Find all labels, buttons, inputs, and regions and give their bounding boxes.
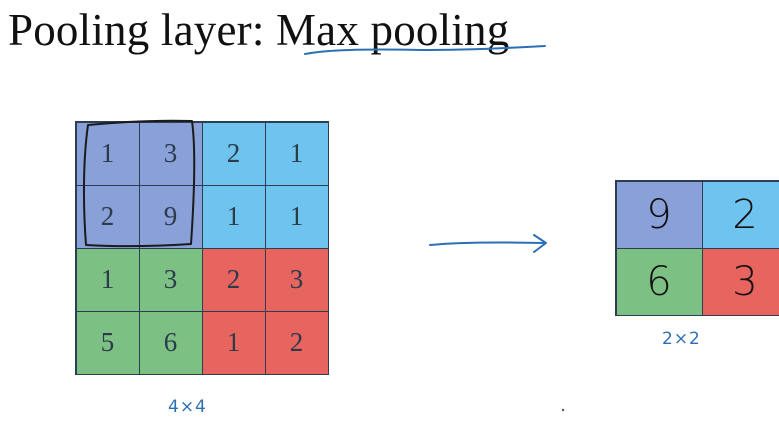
output-cell: 2 [701, 180, 779, 249]
input-cell: 3 [138, 121, 203, 186]
output-cell: 9 [615, 180, 703, 249]
input-cell: 5 [75, 310, 140, 375]
slide-title: Pooling layer: Max pooling [8, 4, 509, 56]
input-cell: 1 [264, 184, 329, 249]
stray-dot [561, 408, 565, 412]
input-matrix: 1 3 2 1 2 9 1 1 1 3 2 3 5 6 1 2 [75, 121, 329, 375]
input-cell: 2 [264, 310, 329, 375]
output-cell: 6 [615, 247, 703, 316]
input-cell: 2 [201, 247, 266, 312]
title-highlight: Max pooling [275, 5, 510, 55]
title-prefix: Pooling layer: [8, 5, 276, 55]
right-arrow-icon [429, 234, 547, 253]
output-size-label: 2×2 [662, 329, 701, 349]
output-matrix: 9 2 6 3 [615, 180, 779, 316]
selection-box-icon [82, 119, 196, 248]
input-cell: 3 [264, 247, 329, 312]
input-size-label: 4×4 [168, 397, 207, 417]
input-cell: 1 [75, 247, 140, 312]
title-underline [304, 45, 546, 55]
input-cell: 1 [264, 121, 329, 186]
output-cell: 3 [701, 247, 779, 316]
